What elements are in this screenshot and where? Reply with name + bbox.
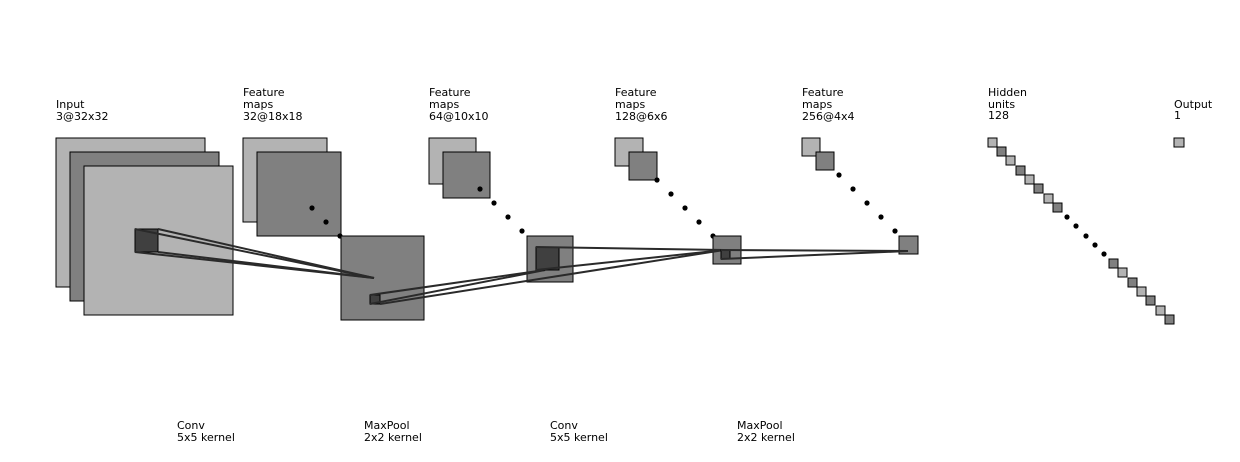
fm3-ellipsis-dot-2 xyxy=(668,191,674,197)
hidden-unit-5 xyxy=(1024,174,1035,185)
op-label-conv2-kernel: 5x5 kernel xyxy=(550,431,608,444)
layer-label-hidden-line2: units xyxy=(988,98,1015,111)
fm3-ellipsis-dot-4 xyxy=(696,219,702,225)
conv1-kernel-patch xyxy=(134,228,159,253)
fm2-map-2 xyxy=(442,151,491,199)
conv2-connection-line-1 xyxy=(535,246,725,251)
op-label-conv1-kernel: 5x5 kernel xyxy=(177,431,235,444)
fm4-ellipsis-dot-5 xyxy=(892,228,898,234)
hidden-unit-8 xyxy=(1052,202,1063,213)
hidden-unit-7 xyxy=(1043,193,1054,204)
hidden-unit-11 xyxy=(1127,277,1138,288)
layer-label-fm3-line1: Feature xyxy=(615,86,657,99)
conv2-kernel-patch xyxy=(535,246,560,271)
hidden-unit-14 xyxy=(1155,305,1166,316)
fm3-ellipsis-dot-1 xyxy=(654,177,660,183)
layer-label-fm4-line2: maps xyxy=(802,98,832,111)
conv2-connection-line-3 xyxy=(535,249,725,271)
layer-label-input-line1: Input xyxy=(56,98,85,111)
layer-label-fm3-line3: 128@6x6 xyxy=(615,110,668,123)
hidden-unit-6 xyxy=(1033,183,1044,194)
op-label-pool1-name: MaxPool xyxy=(364,419,410,432)
fm4-ellipsis-dot-2 xyxy=(850,186,856,192)
fm2-ellipsis-dot-1 xyxy=(477,186,483,192)
layer-label-fm3-line2: maps xyxy=(615,98,645,111)
fm3-ellipsis-dot-3 xyxy=(682,205,688,211)
layer-label-input-line2: 3@32x32 xyxy=(56,110,109,123)
layer-label-fm1-line1: Feature xyxy=(243,86,285,99)
hidden-ellipsis-dot-3 xyxy=(1083,233,1089,239)
fm3-map-2 xyxy=(628,151,658,181)
hidden-unit-9 xyxy=(1108,258,1119,269)
hidden-ellipsis-dot-5 xyxy=(1101,251,1107,257)
op-label-conv1-name: Conv xyxy=(177,419,205,432)
fm4-map-2 xyxy=(815,151,835,171)
fm1-map-last xyxy=(340,235,425,321)
fm4-ellipsis-dot-4 xyxy=(878,214,884,220)
hidden-unit-15 xyxy=(1164,314,1175,325)
output-unit xyxy=(1173,137,1185,148)
hidden-unit-12 xyxy=(1136,286,1147,297)
layer-label-output-line2: 1 xyxy=(1174,109,1181,122)
pool2-connection-line-1 xyxy=(720,249,909,252)
hidden-unit-2 xyxy=(996,146,1007,157)
layer-label-fm4-line3: 256@4x4 xyxy=(802,110,855,123)
conv1-connection-line-2 xyxy=(157,228,375,279)
hidden-ellipsis-dot-1 xyxy=(1064,214,1070,220)
layer-label-fm2-line3: 64@10x10 xyxy=(429,110,489,123)
op-label-pool1-kernel: 2x2 kernel xyxy=(364,431,422,444)
fm2-ellipsis-dot-2 xyxy=(491,200,497,206)
hidden-unit-10 xyxy=(1117,267,1128,278)
layer-label-fm1-line2: maps xyxy=(243,98,273,111)
op-label-conv2-name: Conv xyxy=(550,419,578,432)
fm4-ellipsis-dot-1 xyxy=(836,172,842,178)
fm4-ellipsis-dot-3 xyxy=(864,200,870,206)
layer-label-fm2-line1: Feature xyxy=(429,86,471,99)
pool1-connection-line-2 xyxy=(369,269,546,305)
op-label-pool2-kernel: 2x2 kernel xyxy=(737,431,795,444)
op-label-pool2-name: MaxPool xyxy=(737,419,783,432)
fm2-ellipsis-dot-4 xyxy=(519,228,525,234)
hidden-unit-13 xyxy=(1145,295,1156,306)
layer-label-fm4-line1: Feature xyxy=(802,86,844,99)
hidden-ellipsis-dot-4 xyxy=(1092,242,1098,248)
fm2-ellipsis-dot-3 xyxy=(505,214,511,220)
hidden-ellipsis-dot-2 xyxy=(1073,223,1079,229)
hidden-unit-4 xyxy=(1015,165,1026,176)
layer-label-fm2-line2: maps xyxy=(429,98,459,111)
layer-label-output-line1: Output xyxy=(1174,98,1213,111)
fm1-map-2 xyxy=(256,151,342,237)
layer-label-fm1-line3: 32@18x18 xyxy=(243,110,303,123)
layer-label-hidden-line3: 128 xyxy=(988,109,1009,122)
fm4-map-last xyxy=(898,235,919,255)
fm1-ellipsis-dot-1 xyxy=(309,205,315,211)
pool2-kernel-patch xyxy=(720,249,731,260)
hidden-unit-3 xyxy=(1005,155,1016,166)
hidden-unit-1 xyxy=(987,137,998,148)
layer-label-hidden-line1: Hidden xyxy=(988,86,1027,99)
pool1-connection-line-1 xyxy=(369,269,546,296)
pool2-connection-line-2 xyxy=(720,250,909,260)
fm1-ellipsis-dot-2 xyxy=(323,219,329,225)
conv2-connection-line-2 xyxy=(379,249,725,305)
conv1-connection-line-4 xyxy=(157,251,375,279)
